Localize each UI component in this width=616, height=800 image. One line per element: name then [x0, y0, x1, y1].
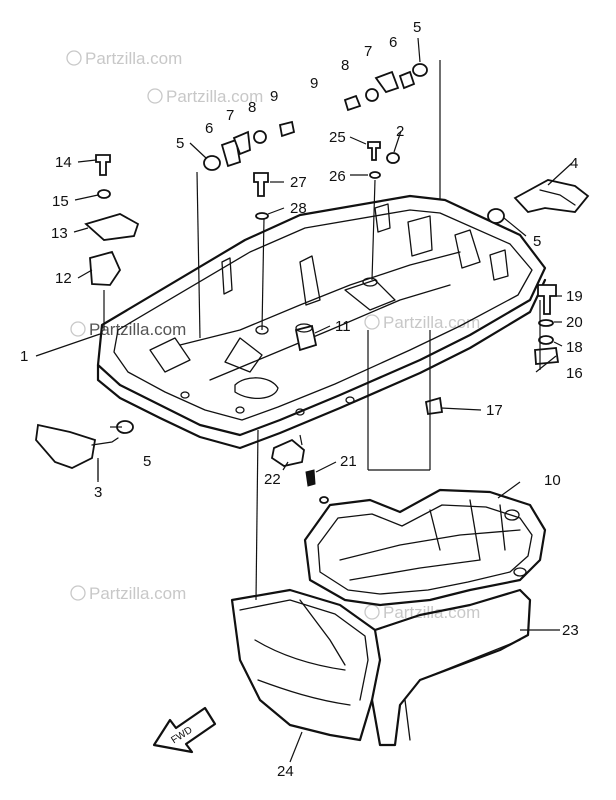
upper-cowling-part-1: [96, 194, 547, 450]
part-label-3: 3: [94, 484, 102, 501]
latch-lever-part-3: [35, 423, 119, 480]
clamp-group-left: [84, 154, 140, 286]
part-label-5: 5: [176, 135, 184, 152]
part-label-24: 24: [277, 763, 294, 780]
part-label-26: 26: [329, 168, 346, 185]
part-label-20: 20: [566, 314, 583, 331]
fwd-arrow-label: FWD: [169, 725, 194, 747]
part-label-5: 5: [413, 19, 421, 36]
part-label-15: 15: [52, 193, 69, 210]
watermark-group: Partzilla.com Partzilla.com Partzilla.co…: [66, 49, 480, 622]
leader-lines: [35, 37, 573, 763]
part-labels: 1 2 3 4 5 5 5 5 6 6 7 7 8 8 9 9 10 11 12…: [20, 19, 583, 780]
part-label-7: 7: [226, 107, 234, 124]
bolt-group-25-26-2: [367, 141, 400, 179]
part-label-17: 17: [486, 402, 503, 419]
lower-cowling-part-10: [303, 488, 547, 607]
watermark-text: Partzilla.com: [89, 320, 186, 339]
plug-part-17: [424, 396, 444, 416]
watermark-text: Partzilla.com: [85, 49, 182, 68]
part-label-27: 27: [290, 174, 307, 191]
pad-part-22: [270, 438, 305, 467]
part-label-5: 5: [533, 233, 541, 250]
screw-part-21: [305, 469, 316, 487]
part-label-25: 25: [329, 129, 346, 146]
part-label-19: 19: [566, 288, 583, 305]
part-label-16: 16: [566, 365, 583, 382]
part-label-1: 1: [20, 348, 28, 365]
watermark-6: Partzilla.com: [70, 320, 186, 339]
screw-part-10: [319, 496, 329, 504]
part-label-11: 11: [335, 318, 351, 335]
watermark-text: Partzilla.com: [89, 584, 186, 603]
part-label-2: 2: [396, 123, 404, 140]
grommet-part-11: [294, 323, 318, 352]
part-label-28: 28: [290, 200, 307, 217]
part-label-13: 13: [51, 225, 68, 242]
part-label-12: 12: [55, 270, 72, 287]
hook-assembly-left: [220, 120, 296, 168]
part-label-7: 7: [364, 43, 372, 60]
part-label-14: 14: [55, 154, 72, 171]
grommet-part-5: [116, 63, 505, 434]
part-label-8: 8: [248, 99, 256, 116]
part-label-8: 8: [341, 57, 349, 74]
fwd-arrow: FWD: [152, 706, 217, 754]
part-label-6: 6: [205, 120, 213, 137]
clamp-group-right: [534, 284, 560, 365]
part-label-4: 4: [570, 155, 578, 172]
latch-part-4: [513, 179, 590, 213]
watermark-1: Partzilla.com: [66, 49, 182, 68]
part-label-23: 23: [562, 622, 579, 639]
watermark-text: Partzilla.com: [166, 87, 263, 106]
part-label-9: 9: [310, 75, 318, 92]
part-label-5: 5: [143, 453, 151, 470]
hook-assembly-right: [343, 70, 416, 112]
part-label-6: 6: [389, 34, 397, 51]
bolt-group-27-28: [253, 172, 269, 220]
part-label-10: 10: [544, 472, 561, 489]
part-label-21: 21: [340, 453, 357, 470]
part-label-18: 18: [566, 339, 583, 356]
watermark-4: Partzilla.com: [70, 584, 186, 603]
part-label-22: 22: [264, 471, 281, 488]
watermark-3: Partzilla.com: [364, 313, 480, 332]
part-label-9: 9: [270, 88, 278, 105]
lower-cowling-part-24: [230, 588, 532, 747]
watermark-2: Partzilla.com: [147, 87, 263, 106]
